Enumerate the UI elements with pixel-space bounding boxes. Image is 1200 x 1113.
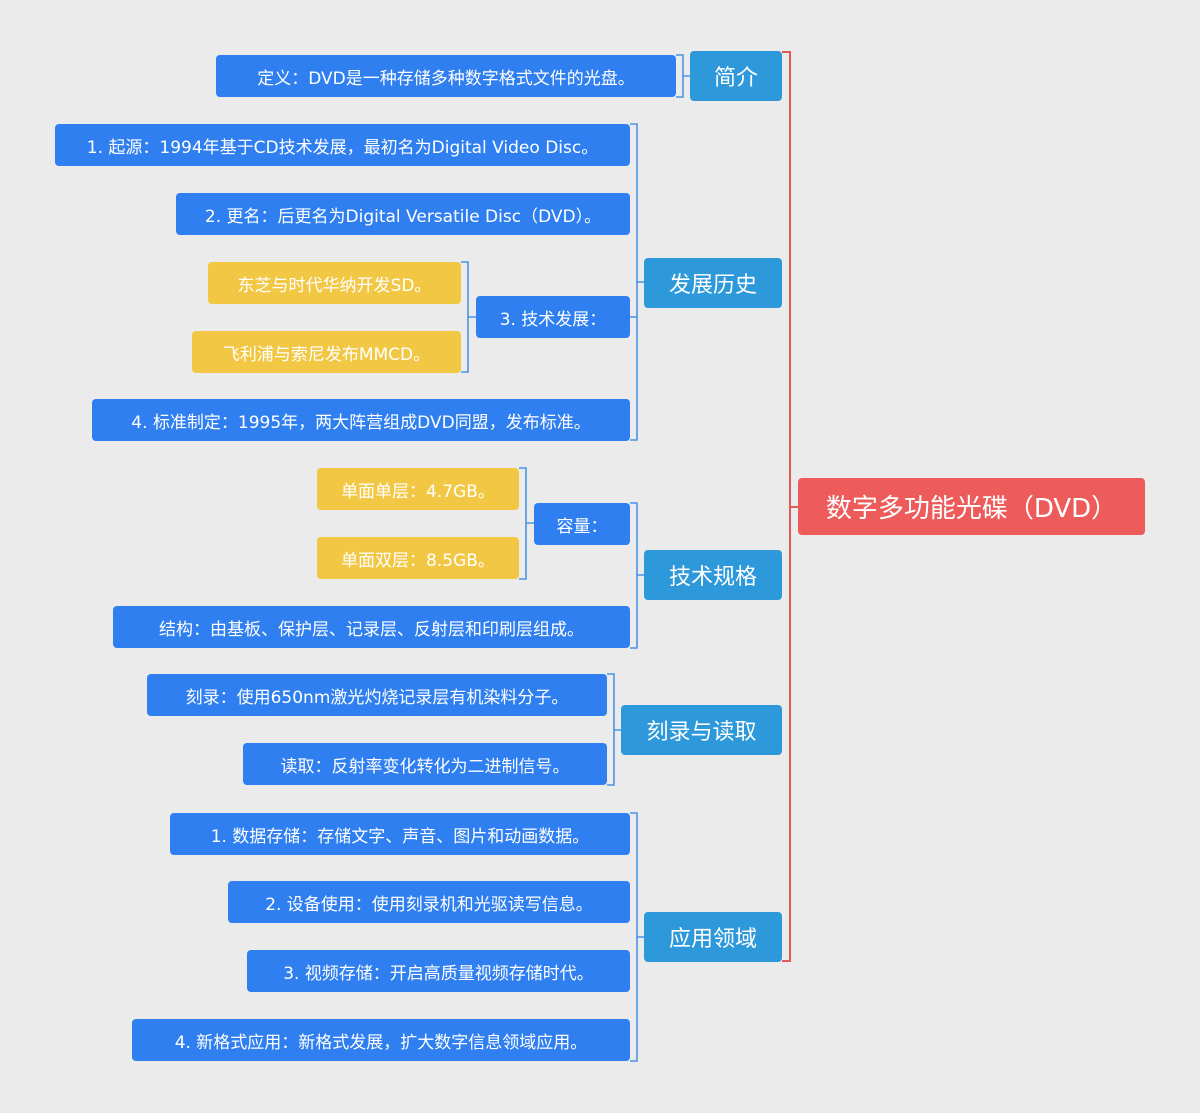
branch-connector-apps <box>630 812 644 1062</box>
branch-applications[interactable]: 应用领域 <box>644 912 782 962</box>
leaf-app-data-storage[interactable]: 1. 数据存储：存储文字、声音、图片和动画数据。 <box>170 813 630 855</box>
leaf-history-tech-dev[interactable]: 3. 技术发展： <box>476 296 630 338</box>
branch-connector-burn-read <box>607 673 621 786</box>
sub-connector-tech-dev <box>461 261 476 373</box>
leaf-burn[interactable]: 刻录：使用650nm激光灼烧记录层有机染料分子。 <box>147 674 607 716</box>
branch-burn-read[interactable]: 刻录与读取 <box>621 705 782 755</box>
branch-connector-intro <box>676 54 690 98</box>
branch-connector-history <box>630 123 644 441</box>
leaf-history-rename[interactable]: 2. 更名：后更名为Digital Versatile Disc（DVD）。 <box>176 193 630 235</box>
branch-intro[interactable]: 简介 <box>690 51 782 101</box>
leaf-read[interactable]: 读取：反射率变化转化为二进制信号。 <box>243 743 607 785</box>
sub-toshiba-sd[interactable]: 东芝与时代华纳开发SD。 <box>208 262 461 304</box>
leaf-history-origin[interactable]: 1. 起源：1994年基于CD技术发展，最初名为Digital Video Di… <box>55 124 630 166</box>
sub-single-layer[interactable]: 单面单层：4.7GB。 <box>317 468 519 510</box>
branch-connector-specs <box>630 502 644 649</box>
leaf-intro-definition[interactable]: 定义：DVD是一种存储多种数字格式文件的光盘。 <box>216 55 676 97</box>
sub-philips-sony-mmcd[interactable]: 飞利浦与索尼发布MMCD。 <box>192 331 461 373</box>
root-node[interactable]: 数字多功能光碟（DVD） <box>798 478 1145 535</box>
leaf-specs-capacity[interactable]: 容量： <box>534 503 630 545</box>
leaf-app-device-use[interactable]: 2. 设备使用：使用刻录机和光驱读写信息。 <box>228 881 630 923</box>
branch-history[interactable]: 发展历史 <box>644 258 782 308</box>
branch-specs[interactable]: 技术规格 <box>644 550 782 600</box>
leaf-app-video-storage[interactable]: 3. 视频存储：开启高质量视频存储时代。 <box>247 950 630 992</box>
leaf-history-standard[interactable]: 4. 标准制定：1995年，两大阵营组成DVD同盟，发布标准。 <box>92 399 630 441</box>
sub-connector-capacity <box>519 467 534 580</box>
leaf-app-new-format[interactable]: 4. 新格式应用：新格式发展，扩大数字信息领域应用。 <box>132 1019 630 1061</box>
sub-dual-layer[interactable]: 单面双层：8.5GB。 <box>317 537 519 579</box>
root-connector <box>782 51 798 962</box>
leaf-specs-structure[interactable]: 结构：由基板、保护层、记录层、反射层和印刷层组成。 <box>113 606 630 648</box>
